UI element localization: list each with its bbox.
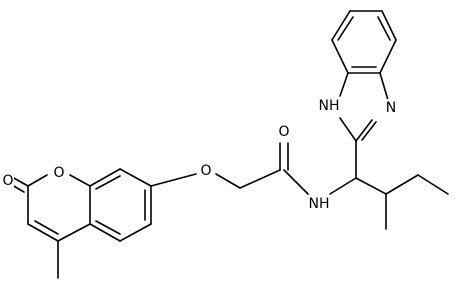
atom-label-nh: NH <box>319 98 340 114</box>
atom-o-amide: O <box>277 124 291 140</box>
atom-o-carbonyl-lactone: O <box>2 171 14 189</box>
bond <box>89 168 121 187</box>
bond <box>283 169 309 195</box>
bond <box>69 174 91 187</box>
bond <box>239 169 281 189</box>
bond <box>27 174 48 187</box>
atom-label-o: O <box>278 124 289 140</box>
atom-label-o: O <box>2 173 13 189</box>
bond <box>355 119 373 142</box>
bond <box>331 10 351 41</box>
bond <box>89 223 121 242</box>
atom-n-imidazole-h: NH <box>316 97 342 115</box>
bond <box>339 117 357 142</box>
bond <box>381 10 397 41</box>
atom-label-n: N <box>386 100 396 116</box>
bond <box>215 173 241 189</box>
bond <box>379 39 397 74</box>
bond <box>355 177 387 195</box>
bond <box>119 168 152 187</box>
bonds <box>11 10 449 279</box>
atom-o-ring: O <box>52 165 66 181</box>
bond <box>150 173 197 187</box>
atom-label-o: O <box>53 165 64 181</box>
bond <box>379 72 389 101</box>
bond <box>27 223 59 242</box>
bond <box>417 174 449 195</box>
bond <box>95 175 121 190</box>
bond <box>119 223 152 242</box>
bond <box>361 121 377 141</box>
atom-n-imidazole: N <box>383 99 399 117</box>
bond <box>377 16 391 41</box>
bond <box>339 72 349 97</box>
bond <box>329 177 357 195</box>
bond <box>385 174 419 195</box>
atom-label-o: O <box>200 163 211 179</box>
bond <box>331 39 349 74</box>
bond <box>34 220 59 235</box>
atom-n-amide: NH <box>308 196 332 212</box>
bond <box>337 16 354 41</box>
bond <box>95 220 121 235</box>
atom-o-ether: O <box>199 163 213 179</box>
bond <box>11 176 29 187</box>
atom-label-nh: NH <box>309 196 330 212</box>
bond <box>57 223 91 242</box>
atom-labels: O O O O NH NH <box>2 97 399 212</box>
